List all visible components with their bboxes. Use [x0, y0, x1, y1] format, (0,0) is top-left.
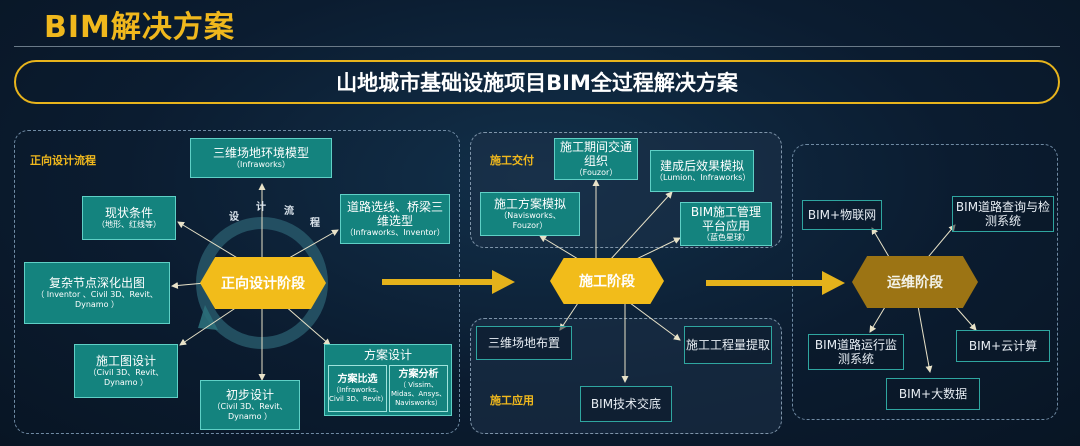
- terrain-model-box[interactable]: 三维场地环境模型 （Infraworks）: [190, 138, 332, 178]
- effect-simulation-box[interactable]: 建成后效果模拟 （Lumion、Infraworks）: [650, 150, 754, 192]
- complex-node-title: 复杂节点深化出图: [48, 276, 145, 290]
- traffic-organization-sub: （Fouzor）: [574, 168, 618, 177]
- bim-road-query-box[interactable]: BIM道路查询与检测系统: [952, 196, 1054, 232]
- scheme-compare[interactable]: 方案比选 （Infraworks、Civil 3D、Revit）: [328, 365, 388, 412]
- scheme-design-title: 方案设计: [363, 348, 412, 362]
- plan-simulation-box[interactable]: 施工方案模拟 （Navisworks、Fouzor）: [480, 192, 580, 236]
- solution-banner: 山地城市基础设施项目BIM全过程解决方案: [14, 60, 1060, 104]
- quantity-extraction-box[interactable]: 施工工程量提取: [684, 326, 772, 364]
- cycle-char-4: 程: [310, 218, 320, 229]
- current-conditions-sub: （地形、红线等）: [97, 220, 161, 229]
- scheme-analysis[interactable]: 方案分析 （ Vissim、Midas、Ansys、Navisworks）: [389, 365, 448, 412]
- construction-drawing-title: 施工图设计: [95, 354, 156, 368]
- forward-design-stage[interactable]: 正向设计阶段: [200, 257, 326, 309]
- bim-bigdata-box[interactable]: BIM+大数据: [886, 378, 980, 410]
- operation-stage[interactable]: 运维阶段: [852, 256, 978, 308]
- effect-simulation-sub: （Lumion、Infraworks）: [655, 173, 751, 182]
- preliminary-design-sub: （Civil 3D、Revit、Dynamo ）: [212, 402, 288, 421]
- complex-node-sub: （ Inventor 、Civil 3D、Revit、Dynamo ）: [36, 290, 158, 309]
- bim-road-monitor-box[interactable]: BIM道路运行监测系统: [808, 334, 904, 370]
- forward-design-label: 正向设计流程: [30, 154, 96, 167]
- terrain-model-title: 三维场地环境模型: [212, 146, 309, 160]
- route-selection-sub: （Infraworks、Inventor）: [345, 228, 445, 237]
- stage-arrows: [382, 270, 845, 295]
- bim-management-sub: （蓝色星球）: [702, 233, 750, 242]
- scheme-design-box[interactable]: 方案设计 方案比选 （Infraworks、Civil 3D、Revit） 方案…: [324, 344, 452, 416]
- cycle-char-2: 计: [256, 202, 266, 213]
- route-selection-box[interactable]: 道路选线、桥梁三维选型 （Infraworks、Inventor）: [340, 194, 450, 244]
- preliminary-design-title: 初步设计: [225, 388, 274, 402]
- title-divider: [14, 46, 1060, 47]
- construction-drawing-sub: （Civil 3D、Revit、Dynamo ）: [88, 368, 164, 387]
- site-layout-box[interactable]: 三维场地布置: [476, 326, 572, 360]
- preliminary-design-box[interactable]: 初步设计 （Civil 3D、Revit、Dynamo ）: [200, 380, 300, 430]
- bim-management-title: BIM施工管理平台应用: [690, 205, 762, 233]
- forward-design-stage-label: 正向设计阶段: [221, 276, 305, 292]
- construction-drawing-box[interactable]: 施工图设计 （Civil 3D、Revit、Dynamo ）: [74, 344, 178, 398]
- page-title: BIM解决方案: [44, 10, 235, 45]
- bim-management-box[interactable]: BIM施工管理平台应用 （蓝色星球）: [680, 202, 772, 246]
- current-conditions-title: 现状条件: [104, 206, 153, 220]
- scheme-analysis-title: 方案分析: [398, 369, 439, 380]
- operation-stage-label: 运维阶段: [887, 275, 943, 291]
- traffic-organization-title: 施工期间交通组织: [559, 140, 632, 168]
- construction-delivery-label: 施工交付: [490, 154, 534, 167]
- scheme-design-subgroups: 方案比选 （Infraworks、Civil 3D、Revit） 方案分析 （ …: [327, 365, 449, 412]
- construction-application-label: 施工应用: [490, 394, 534, 407]
- scheme-compare-sub: （Infraworks、Civil 3D、Revit）: [329, 385, 388, 403]
- current-conditions-box[interactable]: 现状条件 （地形、红线等）: [82, 196, 176, 240]
- cycle-char-3: 流: [284, 206, 294, 217]
- cycle-char-1: 设: [229, 212, 239, 223]
- complex-node-box[interactable]: 复杂节点深化出图 （ Inventor 、Civil 3D、Revit、Dyna…: [24, 262, 170, 324]
- plan-simulation-sub: （Navisworks、Fouzor）: [499, 211, 561, 230]
- route-selection-title: 道路选线、桥梁三维选型: [346, 200, 443, 228]
- terrain-model-sub: （Infraworks）: [232, 160, 290, 169]
- bim-cloud-box[interactable]: BIM+云计算: [956, 330, 1050, 362]
- traffic-organization-box[interactable]: 施工期间交通组织 （Fouzor）: [554, 138, 638, 180]
- scheme-analysis-sub: （ Vissim、Midas、Ansys、Navisworks）: [390, 381, 447, 407]
- effect-simulation-title: 建成后效果模拟: [659, 159, 744, 173]
- technical-disclosure-box[interactable]: BIM技术交底: [580, 386, 672, 422]
- scheme-compare-title: 方案比选: [337, 373, 378, 385]
- bim-iot-box[interactable]: BIM+物联网: [802, 200, 882, 230]
- construction-stage[interactable]: 施工阶段: [550, 258, 664, 304]
- banner-text: 山地城市基础设施项目BIM全过程解决方案: [336, 71, 738, 95]
- plan-simulation-title: 施工方案模拟: [493, 197, 566, 211]
- construction-stage-label: 施工阶段: [579, 274, 635, 290]
